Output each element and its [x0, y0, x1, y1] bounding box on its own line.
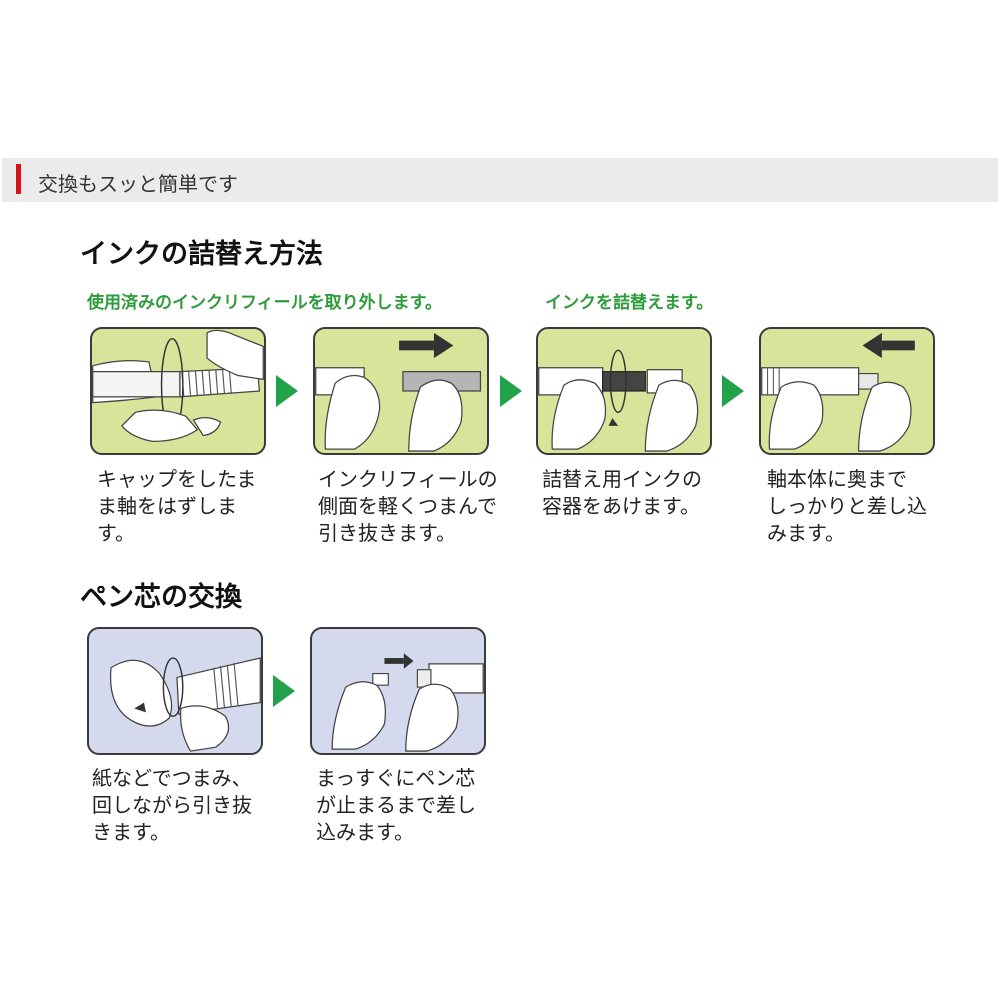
illustration-remove-barrel: [90, 327, 266, 455]
step-4-caption: 軸本体に奥まで しっかりと差し込 みます。: [767, 467, 927, 545]
step-2-caption: インクリフィールの 側面を軽くつまんで 引き抜きます。: [318, 467, 498, 545]
illustration-open-ink-container: [536, 327, 712, 455]
illustration-pull-nib: [87, 627, 263, 755]
ink-refill-title: インクの詰替え方法: [80, 239, 323, 270]
section-header-bar: 交換もスッと簡単です: [2, 158, 998, 202]
step-arrow-icon: [276, 375, 298, 407]
nib-step-2-caption: まっすぐにペン芯 が止まるまで差し 込みます。: [316, 766, 476, 844]
instruction-refill-ink: インクを詰替えます。: [545, 293, 714, 313]
step-arrow-icon: [500, 375, 522, 407]
nib-replace-title: ペン芯の交換: [80, 582, 242, 613]
step-1-caption: キャップをしたま ま軸をはずしま す。: [97, 467, 257, 545]
header-accent-mark: [16, 164, 21, 194]
header-title: 交換もスッと簡単です: [38, 172, 238, 196]
illustration-insert-refill: [759, 327, 935, 455]
illustration-insert-nib: [310, 627, 486, 755]
step-arrow-icon: [722, 375, 744, 407]
step-arrow-icon: [273, 675, 295, 707]
step-3-caption: 詰替え用インクの 容器をあけます。: [542, 467, 702, 518]
illustration-pull-refill: [313, 327, 489, 455]
nib-step-1-caption: 紙などでつまみ、 回しながら引き抜 きます。: [92, 766, 252, 844]
instruction-remove-refill: 使用済みのインクリフィールを取り外します。: [87, 293, 442, 313]
